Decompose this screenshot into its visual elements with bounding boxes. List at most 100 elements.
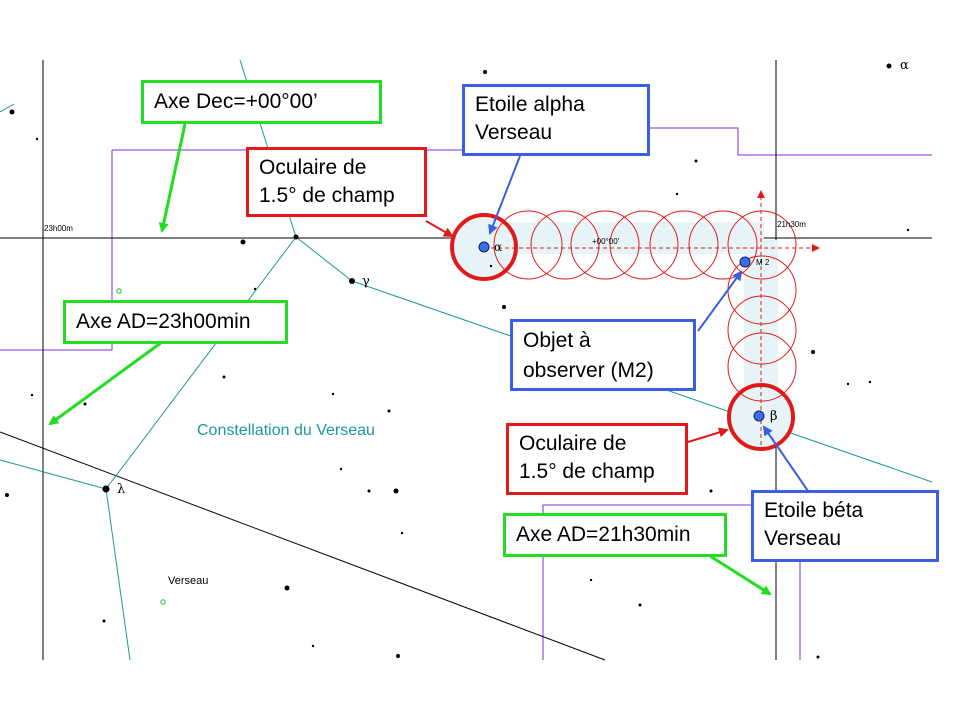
const-line-2 [105,236,297,490]
callout-oculaire-bottom: Oculaire de 1.5° de champ [506,423,688,495]
guide-lines [484,190,820,445]
field-circles [493,210,797,402]
label-dec-00: +00°00' [592,237,620,246]
star [400,531,404,535]
beta-star [753,410,765,422]
star [102,485,110,493]
label-m2: M 2 [756,258,770,267]
label-ra-2130: 21h30m [777,220,806,229]
field-circle [688,210,758,280]
star [396,654,400,658]
field-circle [727,295,797,365]
callout-etoile-beta-line2: Verseau [764,527,842,550]
const-line-5 [0,459,107,490]
star [811,350,815,354]
callout-axe-ad-2130-text: Axe AD=21h30min [516,523,691,546]
callout-axe-ad-2300: Axe AD=23h00min [63,300,288,344]
star [311,644,315,648]
label-lambda-symbol: λ [117,482,126,497]
eyepiece-circle-alpha [450,213,518,281]
ecliptic-line [0,431,606,661]
star [240,239,246,245]
open-marker [160,599,166,605]
callout-etoile-beta: Etoile béta Verseau [751,490,939,562]
star [638,603,642,607]
boundary-bottom [542,504,801,660]
open-marker [116,288,122,294]
star [9,109,15,115]
arrow-axe-ad-2130 [709,554,772,596]
background-stars [5,63,910,659]
arrow-axe-dec [158,123,187,233]
band-horizontal [482,222,764,254]
callout-objet-line1: Objet à [523,329,591,352]
star [30,393,34,397]
red-arrows [425,220,729,443]
field-circle [727,210,797,280]
star [483,70,487,74]
star [253,287,257,291]
label-gamma-symbol: γ [362,274,370,289]
star [284,585,290,591]
label-alpha-corner: α [900,58,909,73]
star [886,63,892,69]
star [387,409,391,413]
field-circle [609,210,679,280]
callout-etoile-alpha: Etoile alpha Verseau [462,84,650,156]
constellation-name: Constellation du Verseau [197,422,375,439]
star [349,278,355,284]
star [694,159,698,163]
arrow-axe-ad-2300 [48,340,163,426]
callout-objet-line2: observer (M2) [523,359,654,382]
callout-axe-dec: Axe Dec=+00°00’ [141,80,382,124]
label-ra-2300: 23h00m [44,224,73,233]
arrow-oculaire-top [425,220,454,237]
field-circle [570,210,640,280]
open-markers [116,288,166,605]
blue-arrows [488,155,809,492]
arrow-m2 [697,270,743,332]
star [102,619,106,623]
callout-oculaire-top: Oculaire de 1.5° de champ [246,147,427,217]
star [331,392,335,396]
callout-etoile-alpha-line2: Verseau [475,121,553,144]
green-arrows [48,123,772,596]
star [502,305,506,309]
const-line-3 [295,236,353,282]
star [367,489,371,493]
star [393,488,399,494]
star [675,192,679,196]
star [339,467,343,471]
eyepiece-circle-beta [727,383,795,451]
field-circle [493,210,563,280]
star [906,228,910,232]
arrow-alpha [488,155,521,235]
label-alpha-symbol: α [494,240,503,254]
star [846,382,850,386]
star [589,578,593,582]
star [489,264,493,268]
m2-object [739,256,751,268]
callout-etoile-beta-line1: Etoile béta [764,499,864,522]
arrow-beta [762,425,809,492]
callout-axe-ad-2300-text: Axe AD=23h00min [76,310,251,333]
field-circle [727,332,797,402]
eyepiece-circles [450,213,795,451]
alpha-star [478,241,490,253]
callout-oculaire-bottom-line2: 1.5° de champ [519,460,655,483]
highlight-stars [478,241,765,422]
star [868,380,872,384]
const-line-7 [0,103,15,113]
arrow-oculaire-bottom [687,427,729,443]
star [35,137,39,141]
callout-oculaire-top-line1: Oculaire de [259,156,367,179]
constellation-tag: Verseau [168,575,209,587]
callout-etoile-alpha-line1: Etoile alpha [475,93,585,116]
star [709,489,713,493]
callout-axe-dec-text: Axe Dec=+00°00’ [154,90,318,113]
const-line-6 [105,488,131,661]
star [293,234,299,240]
callout-oculaire-bottom-line1: Oculaire de [519,432,627,455]
field-circle [530,210,600,280]
